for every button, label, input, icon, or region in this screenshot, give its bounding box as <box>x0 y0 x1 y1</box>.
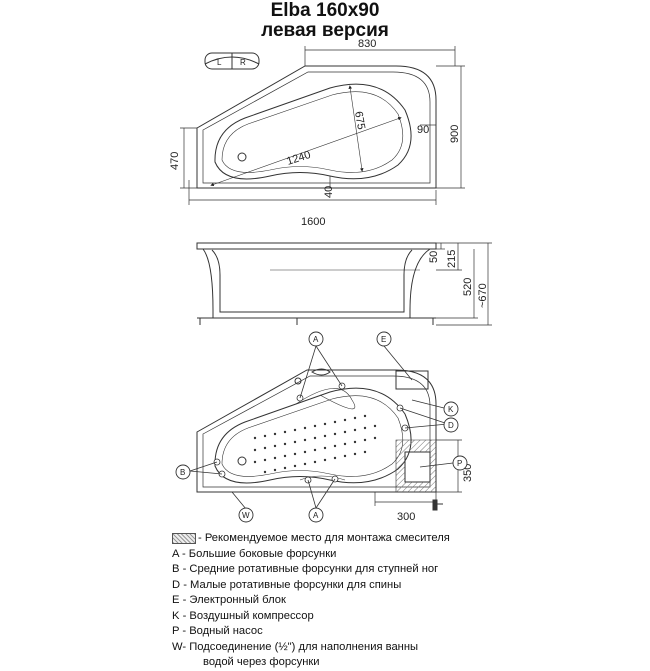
dim-overall-length: 1600 <box>301 216 325 228</box>
faucet-icon <box>432 499 443 511</box>
marker-D: D <box>443 417 459 433</box>
dim-pump-width: 300 <box>397 511 415 523</box>
dim-overflow-height: 215 <box>446 250 458 268</box>
marker-A-top: A <box>308 331 324 347</box>
page-title: Elba 160x90 <box>270 0 380 21</box>
svg-text:D: D <box>448 421 454 430</box>
legend-item-d: D - Малые ротативные форсунки для спины <box>172 578 402 591</box>
marker-B: B <box>175 464 191 480</box>
dim-rim-offset: 90 <box>417 124 429 136</box>
legend-item-b: B - Средние ротативные форсунки для ступ… <box>172 563 439 575</box>
leader-lines <box>189 345 454 510</box>
legend-item-a: A - Большие боковые форсунки <box>172 547 337 560</box>
svg-text:K: K <box>448 405 454 414</box>
top-view <box>196 65 437 189</box>
marker-A-bottom: A <box>308 507 324 523</box>
page-subtitle: левая версия <box>261 20 389 41</box>
svg-text:A: A <box>313 511 319 520</box>
svg-text:B: B <box>180 468 185 477</box>
dim-rim-height: 50 <box>428 251 440 263</box>
jet-nozzles <box>213 382 409 484</box>
dim-tub-height: 520 <box>462 278 474 296</box>
legend-item-faucet: - Рекомендуемое место для монтажа смесит… <box>172 531 642 547</box>
legend-item-k: K - Воздушный компрессор <box>172 609 314 622</box>
side-view <box>196 242 437 325</box>
legend-item-w: W- Подсоединение (½") для наполнения ван… <box>172 640 419 653</box>
svg-text:A: A <box>313 335 319 344</box>
technical-drawing: L R 830 1600 470 900 1240 675 90 40 <box>169 38 492 523</box>
legend-item-e: E - Электронный блок <box>172 594 286 606</box>
dim-top-width: 830 <box>358 38 376 50</box>
marker-K: K <box>443 401 459 417</box>
jet-dots <box>253 414 377 474</box>
dim-side-width: 470 <box>169 152 181 170</box>
dim-inner-width: 675 <box>352 110 367 130</box>
dim-overall-depth: 900 <box>449 125 461 143</box>
marker-E: E <box>376 331 392 347</box>
hatch-swatch-icon <box>172 532 196 544</box>
dim-bottom-offset: 40 <box>323 186 335 198</box>
marker-P: P <box>452 455 468 471</box>
svg-text:W: W <box>242 511 250 520</box>
left-right-switch-icon: L R <box>204 52 260 70</box>
svg-text:P: P <box>457 459 462 468</box>
switch-left-label: L <box>217 58 222 67</box>
switch-right-label: R <box>240 58 246 67</box>
legend-item-w-continued: водой через форсунки <box>203 656 320 668</box>
dim-total-height: ~670 <box>477 283 489 308</box>
side-view-dimension-lines <box>436 242 492 326</box>
legend-item-p: P - Водный насос <box>172 625 263 637</box>
top-view-dimension-lines <box>180 46 465 205</box>
marker-W: W <box>238 507 254 523</box>
dim-inner-length: 1240 <box>285 149 312 168</box>
svg-text:E: E <box>381 335 386 344</box>
